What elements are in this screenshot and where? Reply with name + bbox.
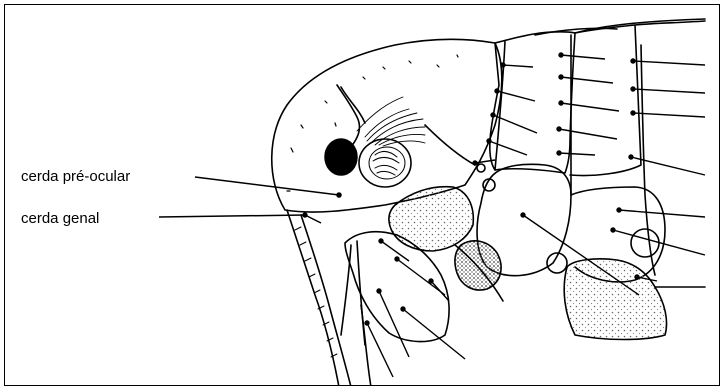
antenna-club [359,139,411,187]
pleural-stipple [389,187,473,251]
head-dots [287,55,458,191]
flea-head-thorax-drawing [5,5,720,386]
label-genal-bristle: cerda genal [21,211,99,226]
spiracle-2 [631,229,659,257]
label-preocular-bristle: cerda pré-ocular [21,169,130,184]
hind-coxa [564,259,666,340]
eye [325,139,357,175]
antennal-groove [337,85,359,147]
leader-genal [159,215,305,217]
genal-comb [287,210,339,386]
mesonotum [570,25,641,176]
diagram-frame: cerda pré-ocular cerda genal [4,4,720,386]
genal-teeth [295,227,337,357]
leader-preocular [195,177,339,195]
antenna-setae [357,97,425,146]
antenna-segment-hatching [373,151,399,175]
